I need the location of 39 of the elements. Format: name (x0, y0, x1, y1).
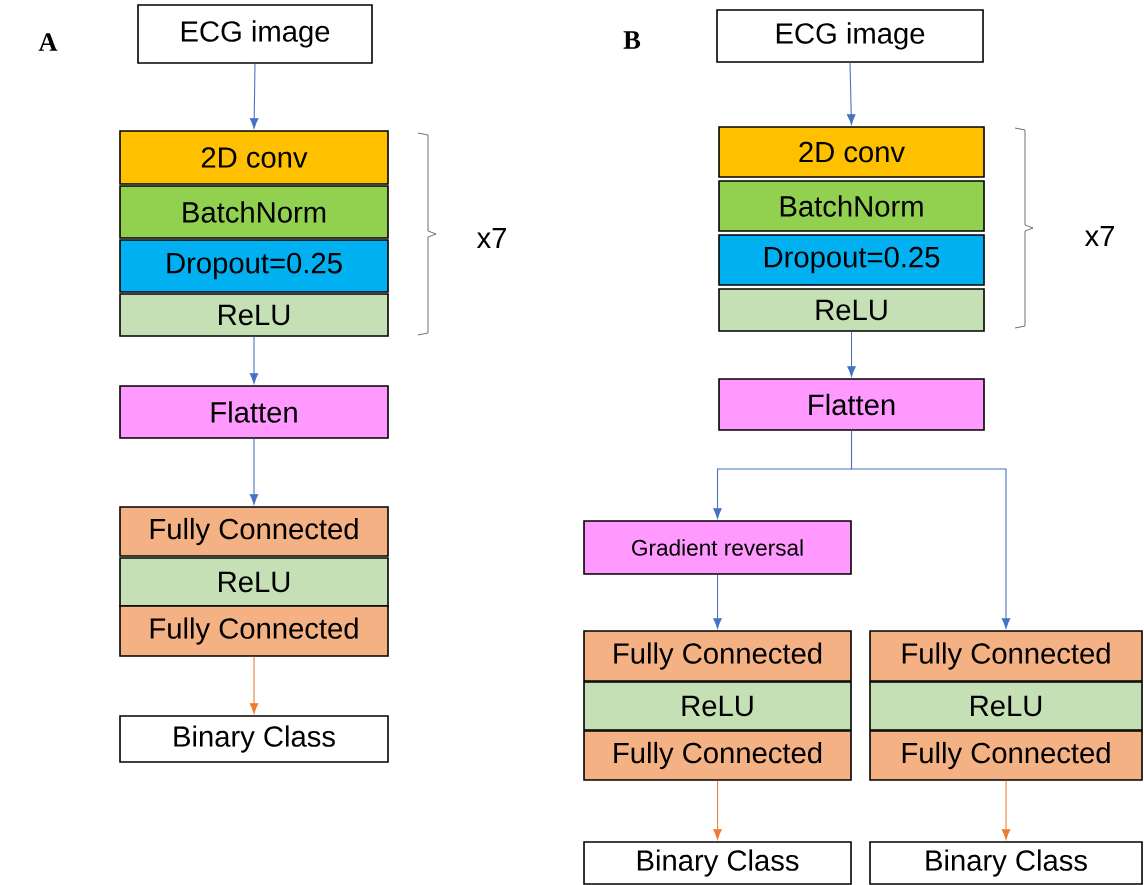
layer-box: Dropout=0.25 (718, 234, 985, 286)
layer-box: ReLU (718, 288, 985, 332)
layer-box: Fully Connected (869, 730, 1143, 781)
arrow (1001, 780, 1011, 840)
repeat-label: x7 (1084, 225, 1114, 247)
arrow (249, 336, 259, 384)
layer-box: Flatten (718, 378, 985, 431)
panel-letter: B (623, 31, 641, 49)
arrow (847, 62, 856, 125)
layer-box: ReLU (119, 293, 389, 337)
repeat-label: x7 (476, 227, 506, 249)
io-box: Binary Class (583, 841, 852, 885)
io-box: Binary Class (869, 841, 1143, 885)
io-box: Binary Class (119, 715, 389, 763)
layer-box: Fully Connected (583, 730, 852, 781)
io-box: ECG image (716, 9, 984, 63)
layer-box: BatchNorm (718, 180, 985, 232)
layer-box: BatchNorm (119, 185, 389, 239)
layer-box: Fully Connected (869, 630, 1143, 682)
layer-box: Fully Connected (119, 506, 389, 557)
layer-box: Fully Connected (583, 630, 852, 682)
layer-box: Fully Connected (119, 605, 389, 657)
layer-box: Dropout=0.25 (119, 239, 389, 293)
layer-box: Flatten (119, 385, 389, 439)
panel-letter: A (38, 33, 58, 51)
arrow (851, 430, 1011, 629)
arrow (713, 780, 722, 840)
layer-box: 2D conv (718, 126, 985, 178)
layer-box: ReLU (869, 681, 1143, 731)
arrow (249, 63, 259, 129)
layer-box: 2D conv (119, 130, 389, 185)
arrow (847, 331, 856, 377)
arrow (249, 438, 259, 505)
layer-box: Gradient reversal (583, 520, 852, 575)
arrow (249, 656, 259, 714)
io-box: ECG image (137, 4, 373, 64)
layer-box: ReLU (119, 557, 389, 607)
arrow (713, 574, 722, 629)
layer-box: ReLU (583, 681, 852, 731)
